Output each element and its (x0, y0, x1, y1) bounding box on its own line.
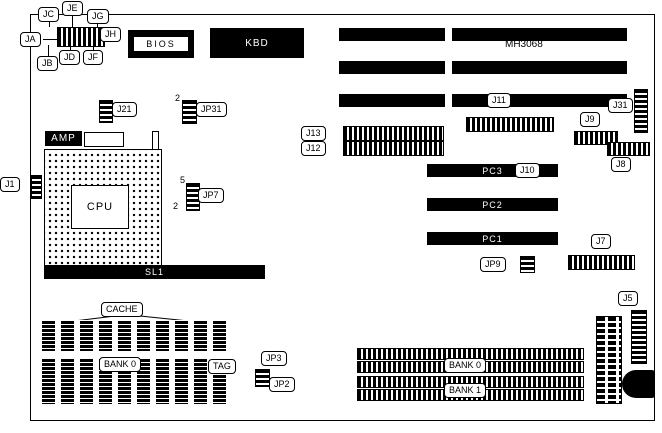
keyboard-din-connector (622, 370, 655, 398)
label-simm-bank1: BANK 1 (444, 383, 487, 398)
label-j9: J9 (580, 112, 600, 127)
label-j21: J21 (112, 102, 137, 117)
label-jp7: JP7 (198, 188, 224, 203)
j1-connector (31, 175, 42, 199)
bios-chip: BIOS (128, 30, 194, 58)
label-simm-bank0: BANK 0 (444, 358, 487, 373)
j31-connector (634, 89, 648, 133)
callout-line (97, 22, 98, 27)
label-jd: JD (59, 50, 80, 65)
callout-line (72, 14, 73, 27)
amp-chip: AMP (45, 131, 82, 146)
label-jg: JG (87, 9, 109, 24)
jp31-pin2-marker: 2 (175, 93, 181, 103)
label-je: JE (62, 1, 83, 16)
label-j7: J7 (591, 234, 611, 249)
label-jp31: JP31 (196, 102, 227, 117)
power-connector-block (596, 316, 622, 404)
isa-slot-3-left (339, 94, 445, 107)
cpu-label-box: CPU (71, 185, 129, 229)
label-jf: JF (83, 50, 103, 65)
label-jp9: JP9 (480, 257, 506, 272)
label-j12: J12 (301, 141, 326, 156)
callout-line (70, 45, 71, 51)
j7-connector (568, 255, 635, 270)
isa-slot-1-right (452, 28, 627, 41)
label-ja: JA (20, 32, 41, 47)
label-j11: J11 (487, 93, 511, 108)
label-jc: JC (38, 7, 59, 22)
label-tag: TAG (208, 359, 236, 374)
bios-chip-label: BIOS (134, 37, 188, 51)
jp3-jp2-jumper (255, 369, 270, 387)
connector-block-top-left (57, 27, 105, 47)
jp7-pin2-marker: 2 (173, 201, 179, 211)
label-cache: CACHE (101, 302, 143, 317)
jp7-pin5-marker: 5 (180, 175, 186, 185)
label-j31: J31 (608, 98, 633, 113)
j21-connector (99, 100, 113, 123)
j8-connector (607, 142, 650, 156)
callout-line (93, 45, 94, 51)
kbd-chip: KBD (210, 28, 304, 58)
label-j5: J5 (618, 291, 638, 306)
regulator-box (84, 132, 124, 147)
j12-connector (343, 141, 444, 156)
j13-connector (343, 126, 444, 141)
label-cache-bank0: BANK 0 (99, 357, 142, 372)
callout-line (49, 20, 50, 27)
label-jp2: JP2 (269, 377, 295, 392)
j5-connector (631, 310, 647, 364)
callout-line (43, 39, 57, 40)
label-jb: JB (37, 56, 58, 71)
jp9-jumper (520, 256, 535, 273)
label-jh: JH (100, 27, 121, 42)
label-j10: J10 (515, 163, 540, 178)
callout-line (48, 45, 49, 56)
isa-slot-2-left (339, 61, 445, 74)
pci-slot-pc1: PC1 (427, 232, 558, 245)
jp31-jumper (182, 100, 197, 124)
pci-slot-pc2: PC2 (427, 198, 558, 211)
label-j13: J13 (301, 126, 326, 141)
label-j8: J8 (611, 157, 631, 172)
isa-slot-1-left (339, 28, 445, 41)
j9-connector (574, 131, 618, 145)
cache-chip-row-1 (42, 320, 232, 351)
isa-slot-2-right (452, 61, 627, 74)
label-jp3: JP3 (261, 351, 287, 366)
board-outline (30, 14, 655, 421)
isa-slot-3-right (452, 94, 627, 107)
label-j1: J1 (0, 177, 20, 192)
sl1-slot: SL1 (44, 265, 265, 279)
j11-connector (466, 117, 554, 132)
model-number: MH3068 (505, 39, 543, 50)
